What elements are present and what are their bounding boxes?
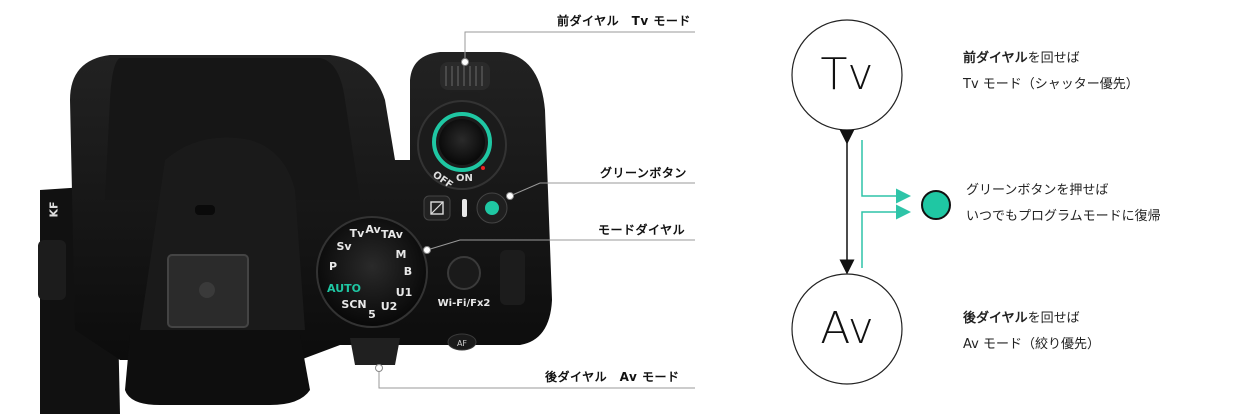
av-symbol: Av bbox=[820, 303, 874, 354]
mode-tav: TAv bbox=[381, 228, 404, 241]
mode-m: M bbox=[396, 248, 407, 261]
tv-desc-bold: 前ダイヤル bbox=[963, 51, 1028, 66]
tv-symbol: Tv bbox=[820, 49, 874, 100]
leader-rear-dial bbox=[378, 368, 695, 389]
av-desc-rest: を回せば bbox=[1027, 311, 1080, 326]
brand-fragment: KF bbox=[47, 201, 61, 218]
tv-desc-line2: Tv モード（シャッター優先） bbox=[963, 77, 1139, 92]
av-desc-bold: 後ダイヤル bbox=[963, 311, 1028, 326]
mode-dial[interactable] bbox=[316, 216, 428, 328]
mode-dial-labels: P Sv Tv Av TAv M B U1 U2 5 SCN AUTO bbox=[327, 223, 412, 321]
mode-u1: U1 bbox=[396, 286, 413, 299]
mode-b: B bbox=[404, 265, 412, 278]
tv-description: 前ダイヤルを回せば Tv モード（シャッター優先） bbox=[963, 46, 1139, 98]
rear-dial[interactable] bbox=[350, 338, 400, 365]
speaker-grille bbox=[195, 205, 215, 215]
shutter-green-ring bbox=[432, 112, 492, 172]
mode-tv: Tv bbox=[350, 227, 366, 240]
leader-mode-dial bbox=[426, 239, 695, 251]
green-description: グリーンボタンを押せば いつでもプログラムモードに復帰 bbox=[966, 178, 1161, 230]
connector-from-tv bbox=[861, 140, 911, 204]
green-desc-line1: グリーンボタンを押せば bbox=[966, 183, 1109, 198]
leader-green-button bbox=[509, 182, 695, 197]
green-desc-line2: いつでもプログラムモードに復帰 bbox=[966, 209, 1161, 224]
shutter-button bbox=[439, 119, 485, 165]
af-label: AF bbox=[457, 339, 467, 348]
strap-lug-right bbox=[500, 250, 525, 305]
green-mode-dot bbox=[921, 190, 951, 220]
callout-front-dial: 前ダイヤル Tv モード bbox=[557, 14, 691, 28]
hot-shoe-contact bbox=[199, 282, 215, 298]
green-button-dot bbox=[485, 201, 499, 215]
mode-scn: SCN bbox=[341, 298, 366, 311]
callout-rear-dial: 後ダイヤル Av モード bbox=[545, 370, 680, 384]
leader-dot-mode-dial bbox=[423, 246, 431, 254]
mode-sv: Sv bbox=[336, 240, 352, 253]
mode-av: Av bbox=[365, 223, 381, 236]
camera-top-view: OFF ON P Sv Tv Av TAv M B U1 U2 5 SCN AU… bbox=[38, 31, 695, 414]
mode-auto: AUTO bbox=[327, 282, 361, 295]
av-description: 後ダイヤルを回せば Av モード（絞り優先） bbox=[963, 306, 1100, 358]
wifi-fx2-button[interactable] bbox=[447, 256, 481, 290]
leader-dot-front-dial bbox=[461, 58, 469, 66]
af-button[interactable] bbox=[447, 333, 477, 351]
connector-from-av bbox=[861, 204, 911, 268]
mode-5: 5 bbox=[368, 308, 376, 321]
power-on-text: ON bbox=[456, 173, 473, 184]
movie-indicator bbox=[481, 166, 485, 170]
callout-green-button: グリーンボタン bbox=[600, 166, 687, 180]
wifi-fx2-label: Wi-Fi/Fx2 bbox=[438, 298, 491, 309]
mode-p: P bbox=[329, 260, 337, 273]
strap-lug-left bbox=[38, 240, 66, 300]
av-desc-line2: Av モード（絞り優先） bbox=[963, 337, 1100, 352]
leader-dot-rear-dial bbox=[375, 364, 383, 372]
leader-front-dial bbox=[464, 31, 695, 62]
button-divider-led bbox=[462, 199, 467, 217]
callout-mode-dial: モードダイヤル bbox=[598, 223, 686, 237]
eyecup bbox=[125, 335, 310, 405]
tv-desc-rest: を回せば bbox=[1027, 51, 1080, 66]
exposure-comp-icon bbox=[430, 201, 444, 215]
mode-u2: U2 bbox=[381, 300, 398, 313]
leader-dot-green-button bbox=[506, 192, 514, 200]
